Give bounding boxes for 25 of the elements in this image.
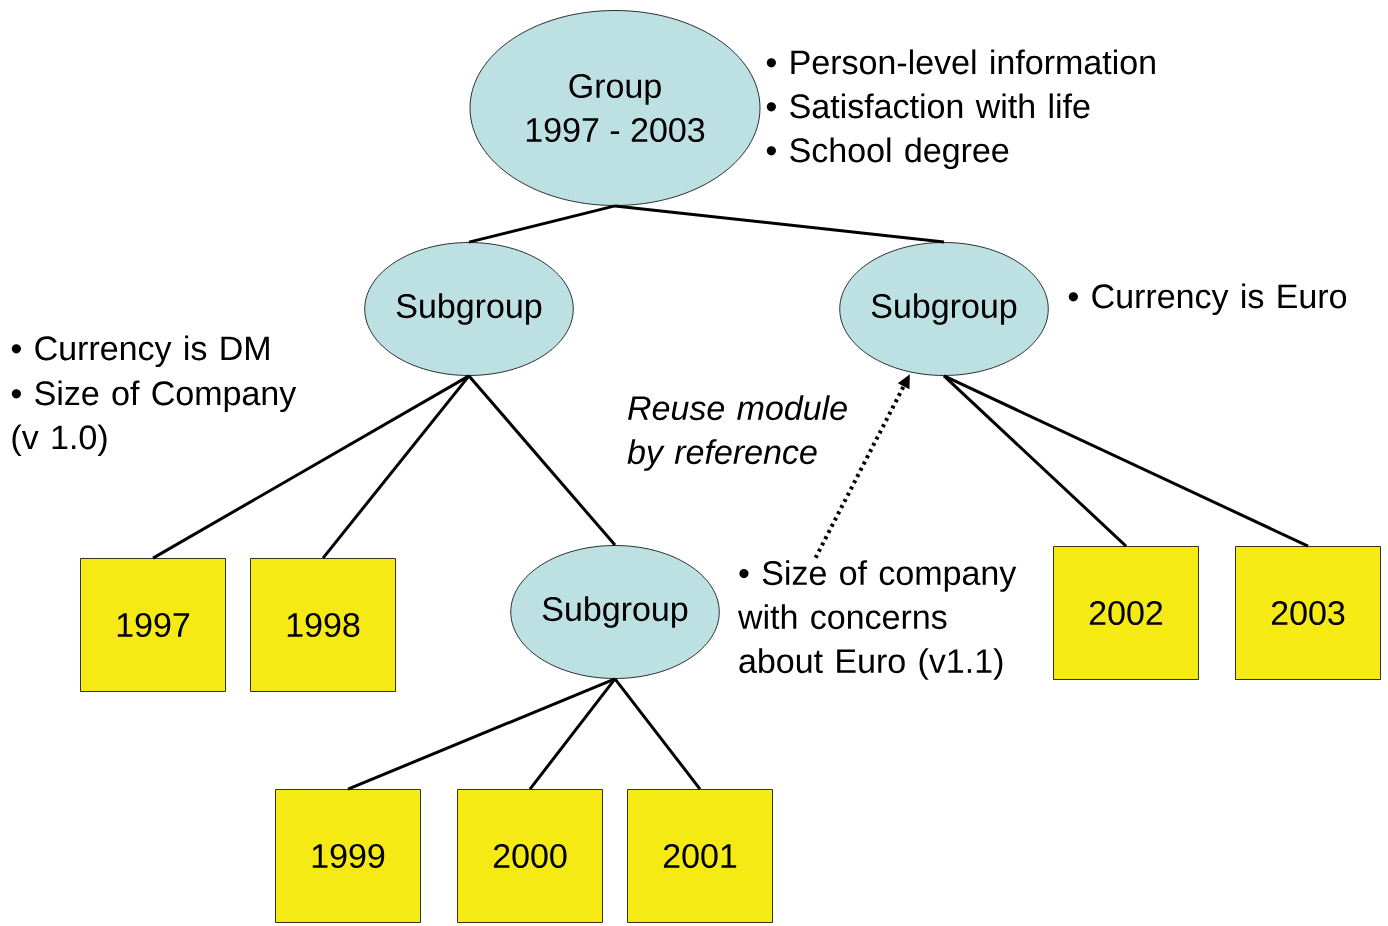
edge-label: Reuse module by reference: [627, 395, 847, 471]
bullet-text: • Satisfaction with life: [766, 93, 1090, 119]
bullet-text: • Currency is Euro: [1068, 283, 1347, 316]
tree-line: [468, 204, 616, 244]
year-box: 2000: [457, 789, 603, 923]
tree-line: [528, 678, 617, 790]
year-box: 2001: [627, 789, 773, 923]
year-box: 1997: [80, 558, 226, 692]
tree-line: [942, 374, 1128, 548]
year-box: 1998: [250, 558, 396, 692]
bullet-text: • Currency is DM: [11, 335, 269, 368]
tree-line: [467, 374, 617, 547]
tree-line: [614, 204, 945, 244]
bullet-text: • Size of Company (v 1.0): [11, 380, 297, 457]
year-box: 2003: [1235, 546, 1381, 680]
bullet-text: • School degree: [766, 137, 1009, 170]
tree-line: [943, 374, 1309, 548]
bullet-text: • Size of company with concerns about Euro (v1.1): [737, 560, 1017, 680]
tree-line: [347, 677, 616, 791]
year-box: 2002: [1053, 546, 1199, 680]
year-box: 1999: [275, 789, 421, 923]
bullet-text: • Person-level information: [766, 49, 1155, 75]
tree-line: [613, 678, 702, 790]
tree-line: [152, 374, 470, 560]
tree-line: [321, 374, 471, 560]
